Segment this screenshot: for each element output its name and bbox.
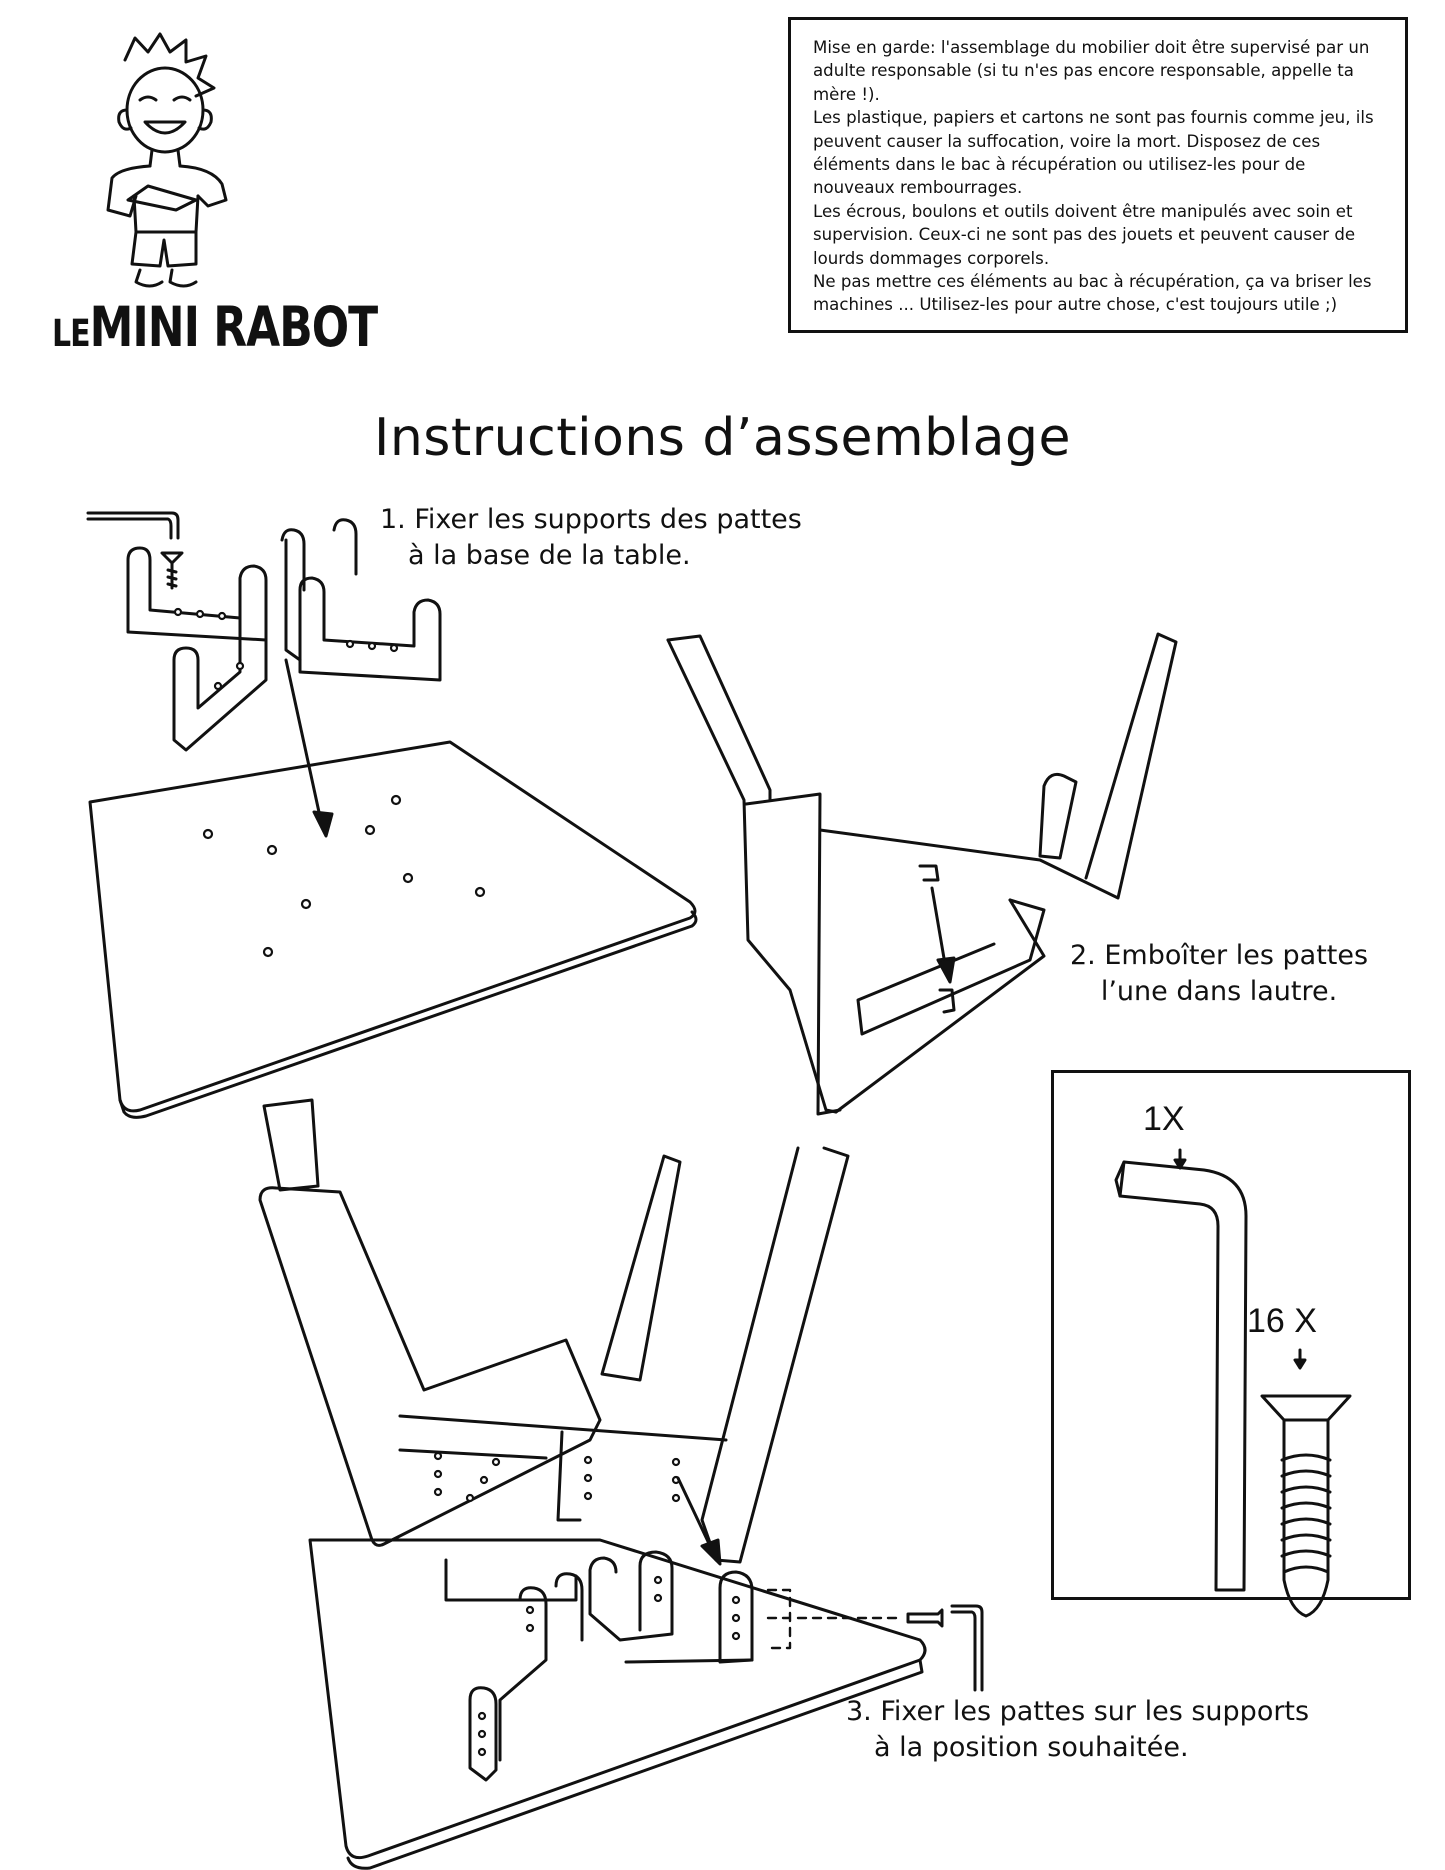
- step2-arrow: [930, 886, 956, 984]
- step-3-line-1: 3. Fixer les pattes sur les supports: [846, 1696, 1310, 1727]
- step3-table: [258, 1098, 927, 1870]
- step-1-caption: 1. Fixer les supports des pattes à la ba…: [380, 502, 802, 574]
- step2-legs: [666, 632, 1178, 1116]
- mascot-illustration: [106, 32, 228, 288]
- step1-table-base: [88, 740, 698, 1119]
- logo-main: MINI RABOT: [89, 296, 379, 360]
- screw-quantity: 16 X: [1247, 1302, 1317, 1340]
- page-title: Instructions d’assemblage: [374, 408, 1071, 468]
- warning-box: Mise en garde: l'assemblage du mobilier …: [788, 17, 1408, 333]
- step3-holes: [433, 1451, 741, 1757]
- step1-arrow: [284, 658, 334, 838]
- screw-icon: [1260, 1394, 1352, 1618]
- qty-arrows: [1173, 1148, 1307, 1370]
- step-2-line-2: l’une dans lautre.: [1100, 976, 1338, 1007]
- step1-brackets: [126, 518, 442, 752]
- step-3-line-2: à la position souhaitée.: [874, 1732, 1189, 1763]
- step1-tools: [86, 511, 184, 590]
- warning-paragraph: Mise en garde: l'assemblage du mobilier …: [813, 38, 1370, 104]
- step3-arrow: [676, 1476, 722, 1566]
- step-1-line-2: à la base de la table.: [408, 540, 691, 571]
- step3-screw-guide: [766, 1588, 984, 1692]
- brand-logo: LEMINI RABOT: [52, 296, 379, 360]
- allen-key-icon: [1114, 1160, 1248, 1592]
- parts-box: [1051, 1070, 1411, 1600]
- warning-paragraph: Les plastique, papiers et cartons ne son…: [813, 108, 1374, 198]
- warning-paragraph: Les écrous, boulons et outils doivent êt…: [813, 201, 1356, 268]
- step-1-line-1: 1. Fixer les supports des pattes: [380, 504, 802, 535]
- allen-key-quantity: 1X: [1143, 1100, 1185, 1138]
- step-2-line-1: 2. Emboîter les pattes: [1070, 940, 1369, 971]
- warning-paragraph: Ne pas mettre ces éléments au bac à récu…: [813, 272, 1372, 315]
- step-3-caption: 3. Fixer les pattes sur les supports à l…: [846, 1694, 1309, 1766]
- step-2-caption: 2. Emboîter les pattes l’une dans lautre…: [1070, 938, 1368, 1010]
- logo-le: LE: [52, 312, 91, 356]
